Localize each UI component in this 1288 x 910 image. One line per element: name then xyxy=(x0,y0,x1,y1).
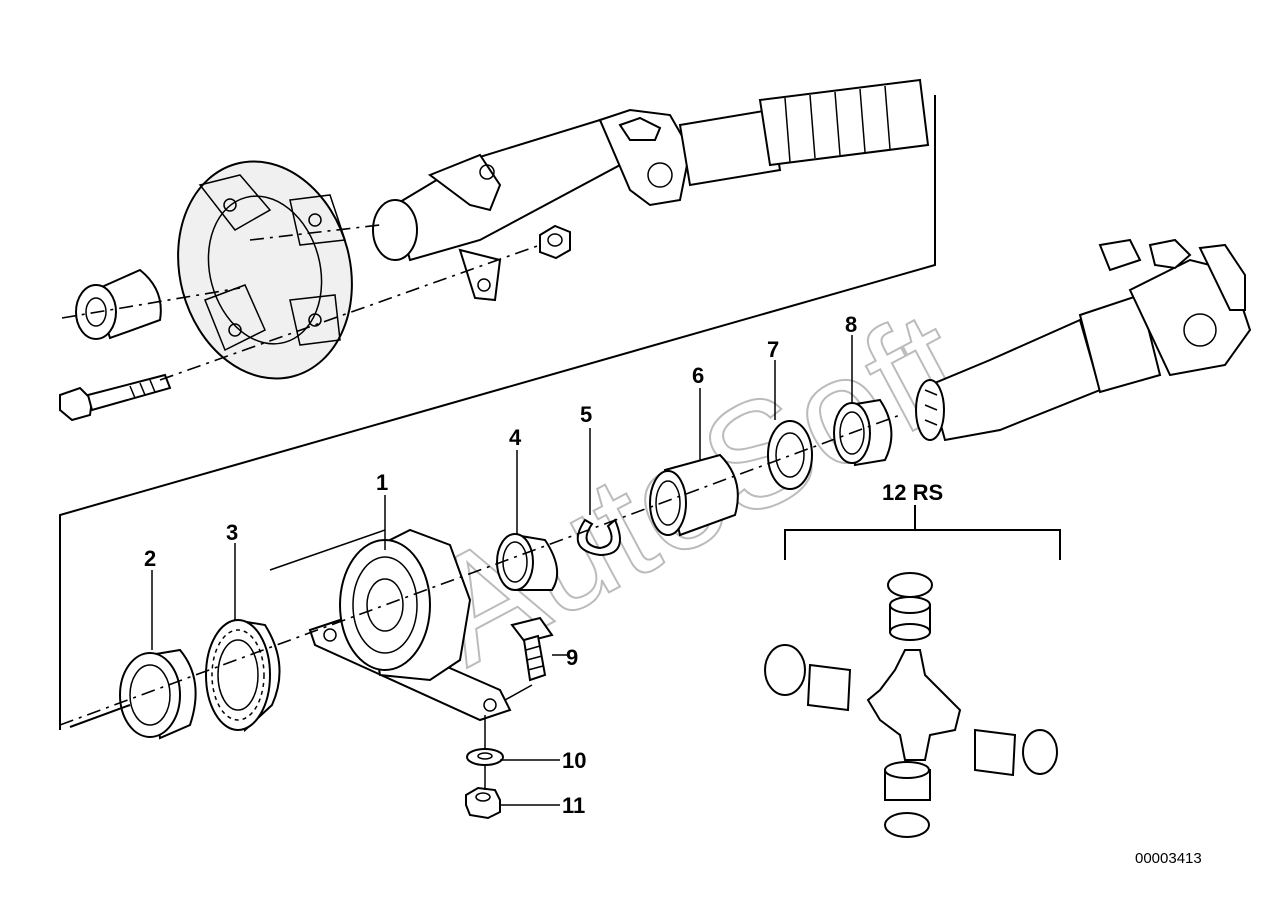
label-part-9: 9 xyxy=(566,645,578,670)
label-part-5: 5 xyxy=(580,402,592,427)
part-2-seal-ring xyxy=(119,648,197,740)
label-part-11: 11 xyxy=(562,793,585,818)
rear-shaft xyxy=(915,238,1252,442)
leader-lines xyxy=(151,335,853,806)
label-part-4: 4 xyxy=(509,425,522,450)
part-3-ball-bearing xyxy=(205,618,281,733)
part-labels: 1 2 3 4 5 6 7 8 9 10 11 12 RS xyxy=(144,312,943,818)
flex-disc xyxy=(177,160,353,380)
part-8-ring xyxy=(833,398,893,467)
part-11-nut xyxy=(465,786,501,820)
part-5-circlip xyxy=(576,518,621,557)
upper-frame xyxy=(59,95,936,730)
front-shaft xyxy=(372,78,930,302)
nut-upper xyxy=(539,224,571,260)
label-part-6: 6 xyxy=(692,363,704,388)
label-part-10: 10 xyxy=(562,748,586,773)
center-bearing-assembly xyxy=(59,398,901,820)
part-6-collar xyxy=(649,453,739,537)
label-part-8: 8 xyxy=(845,312,857,337)
part-10-washer xyxy=(466,748,504,766)
flex-disc-assembly xyxy=(59,78,930,422)
part-9-t-bolt xyxy=(510,616,554,682)
label-part-1: 1 xyxy=(376,470,388,495)
bolt xyxy=(59,373,172,422)
centering-sleeve xyxy=(75,268,162,340)
label-part-12: 12 RS xyxy=(882,480,943,505)
part-7-lock-washer xyxy=(767,420,813,490)
part-1-bearing-bracket xyxy=(308,528,512,722)
label-part-7: 7 xyxy=(767,337,779,362)
label-part-2: 2 xyxy=(144,546,156,571)
part-4-sleeve xyxy=(496,533,559,591)
part-12-universal-joint-kit xyxy=(764,505,1061,838)
document-number: 00003413 xyxy=(1135,850,1202,867)
label-part-3: 3 xyxy=(226,520,238,545)
